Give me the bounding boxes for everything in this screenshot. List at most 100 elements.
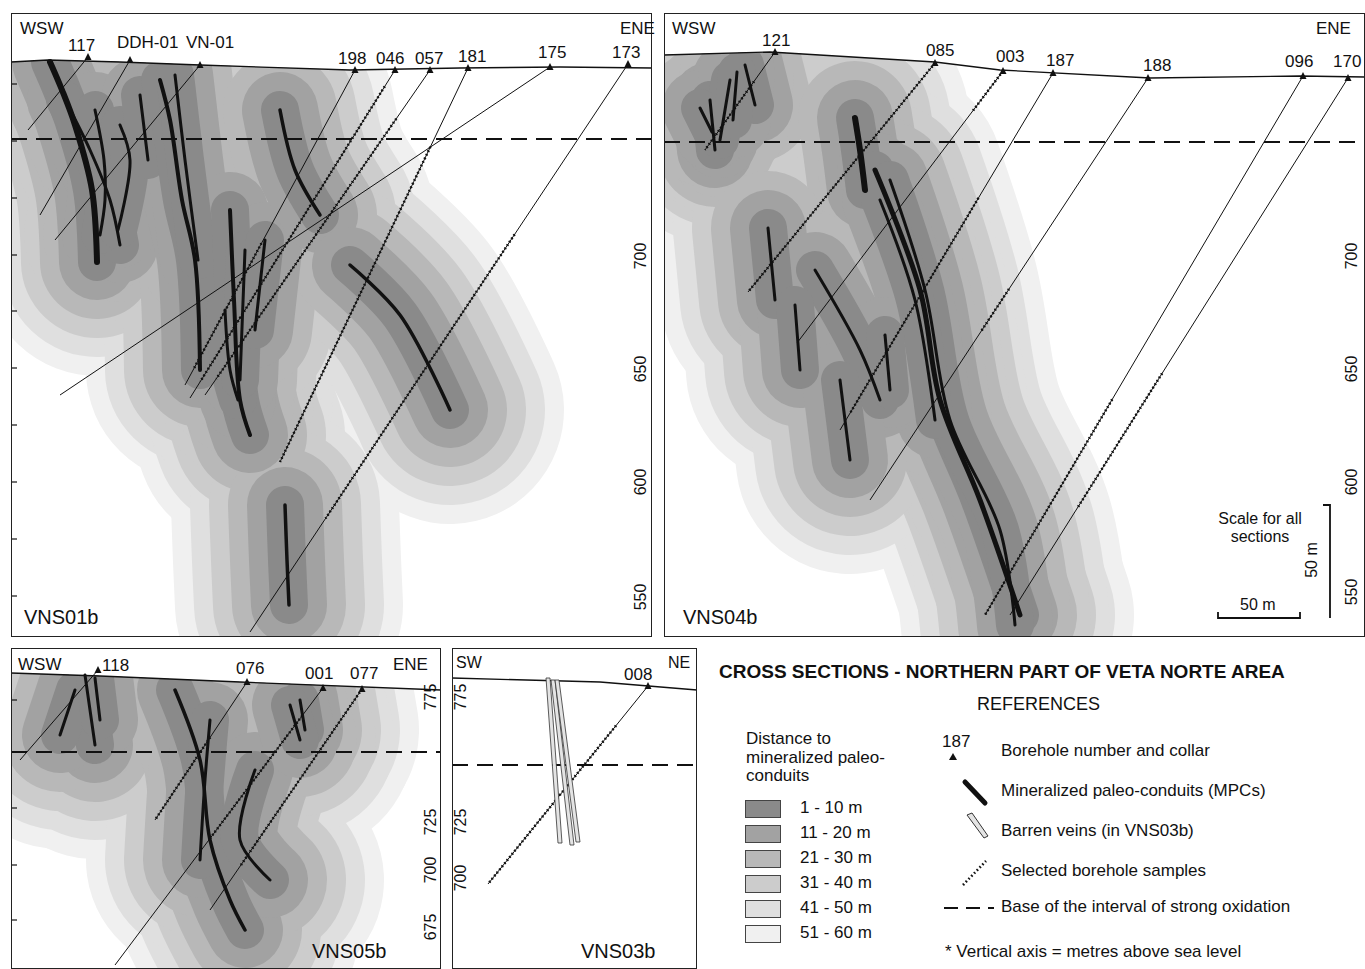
legend-text: 41 - 50 m [800, 899, 872, 918]
borehole-trace [20, 670, 98, 760]
buffer-zone [290, 705, 300, 740]
legend-swatch [745, 925, 781, 943]
borehole-number: 077 [350, 665, 378, 684]
borehole-collar [1145, 74, 1152, 81]
orientation: ENE [1316, 20, 1351, 39]
buffer-zone [290, 705, 300, 740]
mineralized-paleo-conduit [885, 335, 890, 390]
section-name: VNS04b [683, 606, 758, 628]
buffer-zone [795, 305, 800, 370]
elevation-value: 700 [422, 857, 440, 884]
elevation-value: 700 [632, 243, 650, 270]
borehole-number: 085 [926, 42, 954, 61]
section-name: VNS01b [24, 606, 99, 628]
borehole-number: 057 [415, 50, 443, 69]
section-panel: VNS03b [452, 648, 697, 969]
mpc-symbol [965, 782, 985, 803]
borehole-trace [488, 686, 648, 884]
buffer-zone [768, 228, 775, 300]
mineralized-paleo-conduit [140, 95, 148, 160]
borehole-number: 003 [996, 48, 1024, 67]
samples-symbol [963, 861, 986, 885]
mineralized-paleo-conduit [65, 100, 120, 245]
mineralized-paleo-conduit [240, 250, 245, 380]
borehole-collar [932, 59, 939, 66]
elevation-value: 650 [1343, 356, 1361, 383]
scale-length: 50 m [1303, 542, 1321, 578]
mineralized-paleo-conduit [200, 720, 210, 860]
mineralized-paleo-conduit [50, 62, 97, 262]
buffer-zone [95, 678, 100, 720]
elevation-value: 700 [1343, 243, 1361, 270]
buffer-zone [840, 380, 850, 460]
borehole-collar [1300, 72, 1307, 79]
legend-swatch [745, 800, 781, 818]
buffer-zone [733, 72, 737, 120]
mineralized-paleo-conduit [290, 705, 300, 740]
mineralized-paleo-conduit [350, 265, 450, 410]
buffer-zone [350, 265, 450, 410]
buffer-zone [290, 705, 300, 740]
section-name: VNS05b [312, 940, 387, 962]
buffer-zone [239, 770, 270, 880]
topographic-surface [452, 678, 697, 690]
borehole-trace [705, 52, 775, 150]
borehole-samples [981, 289, 1009, 331]
buffer-zone [840, 380, 850, 460]
mineralized-paleo-conduit [239, 770, 270, 880]
legend-heading: REFERENCES [977, 695, 1100, 715]
buffer-zone [768, 228, 775, 300]
borehole-samples [280, 147, 430, 462]
buffer-zone [885, 335, 890, 390]
borehole-number: 121 [762, 32, 790, 51]
borehole-number: 187 [1046, 52, 1074, 71]
mineralized-paleo-conduit [768, 228, 775, 300]
legend-symbols [944, 753, 994, 908]
buffer-zone [350, 265, 450, 410]
legend-swatch [745, 825, 781, 843]
buffer-zone [285, 505, 289, 605]
mineralized-paleo-conduit [60, 690, 75, 735]
oxidation-base-line [664, 141, 1365, 143]
orientation: NE [668, 654, 690, 672]
borehole-samples [216, 119, 396, 379]
borehole-samples [985, 399, 1112, 615]
borehole-trace [870, 78, 1148, 500]
borehole-trace [210, 689, 362, 910]
elevation-value: 700 [452, 865, 470, 892]
mineralized-paleo-conduit [95, 678, 100, 720]
orientation: WSW [672, 20, 715, 39]
borehole-number: 008 [624, 666, 652, 685]
mineralized-paleo-conduit [255, 240, 265, 330]
buffer-zone [285, 505, 289, 605]
mineralized-paleo-conduit [280, 110, 320, 215]
borehole-collar [1000, 67, 1007, 74]
buffer-zone [733, 72, 737, 120]
buffer-zone [795, 305, 800, 370]
buffer-zone [60, 690, 75, 735]
orientation: WSW [18, 656, 61, 675]
borehole-trace [280, 68, 468, 462]
buffer-zone [768, 228, 775, 300]
mineralized-paleo-conduit [855, 118, 865, 190]
buffer-zone [60, 690, 75, 735]
legend-text: 1 - 10 m [800, 799, 862, 818]
borehole-number: 173 [612, 44, 640, 63]
legend-text: Barren veins (in VNS03b) [1001, 822, 1194, 841]
borehole-collar [95, 666, 102, 673]
buffer-zone [840, 380, 850, 460]
borehole-number: 188 [1143, 57, 1171, 76]
mineralized-paleo-conduit [85, 675, 95, 745]
buffer-zone [885, 335, 890, 390]
barren-vein [555, 680, 580, 842]
mineralized-paleo-conduit [720, 80, 730, 140]
scale-bar-vertical [1323, 505, 1330, 618]
buffer-zone [885, 335, 890, 390]
buffer-zone [840, 380, 850, 460]
orientation: ENE [393, 656, 428, 675]
mineralized-paleo-conduit [875, 170, 1020, 615]
mineralized-paleo-conduit [300, 700, 305, 730]
legend-swatch [745, 900, 781, 918]
borehole-collar [320, 684, 327, 691]
buffer-zone [875, 170, 1020, 615]
